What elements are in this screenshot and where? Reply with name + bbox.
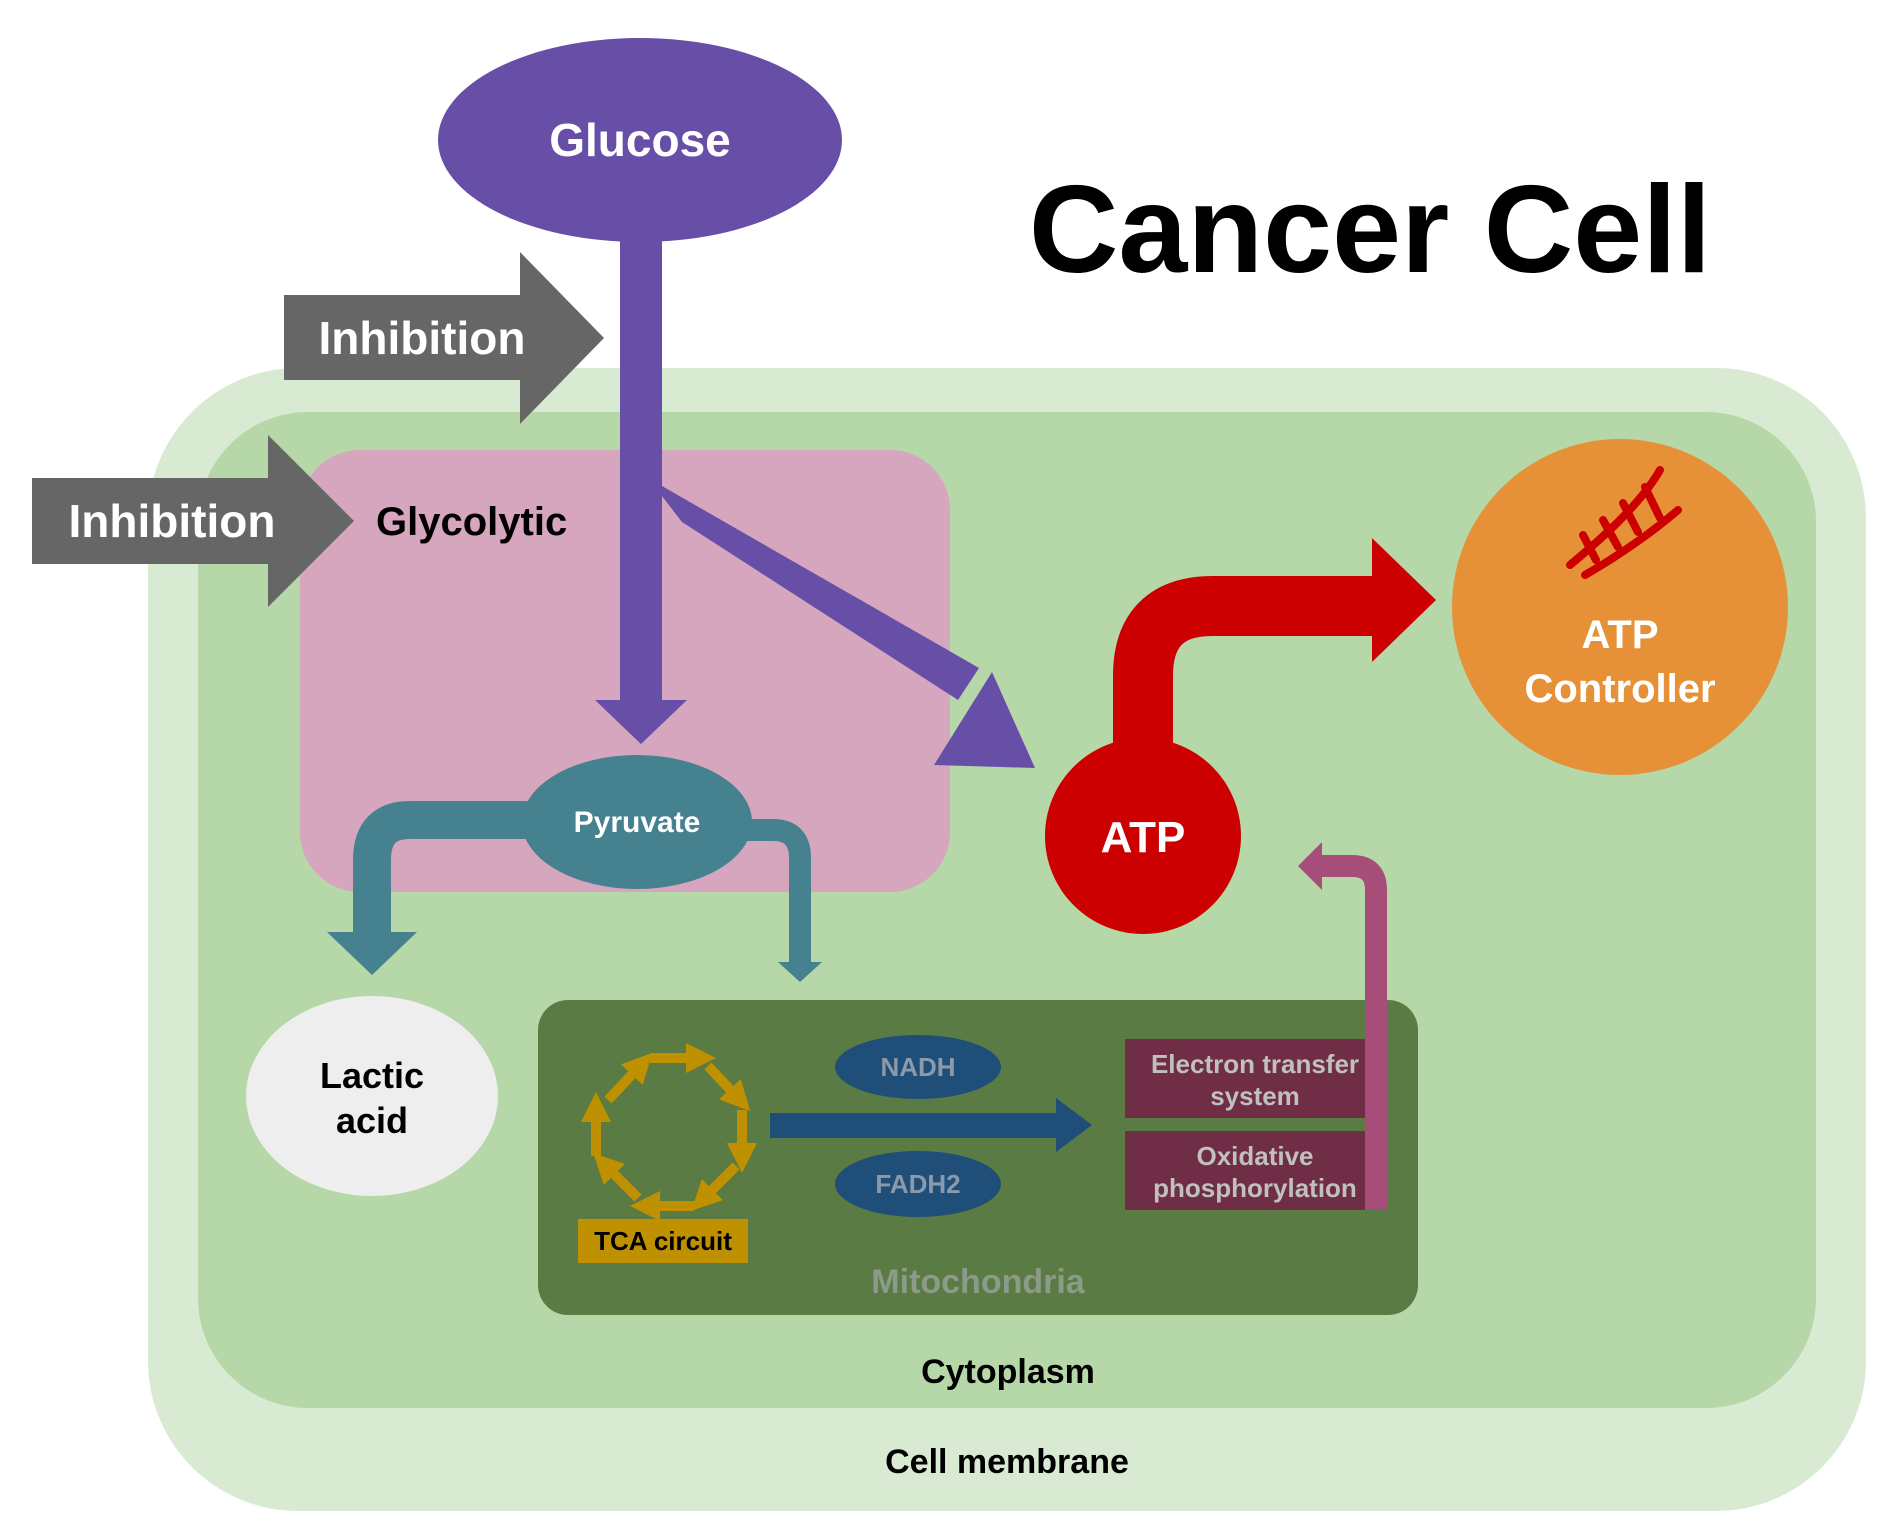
electron-transfer-box bbox=[1125, 1039, 1385, 1118]
cytoplasm-label: Cytoplasm bbox=[921, 1353, 1095, 1391]
pyruvate-label: Pyruvate bbox=[574, 806, 701, 839]
atp-controller-label-2: Controller bbox=[1524, 667, 1715, 711]
electron-transfer-label-2: system bbox=[1210, 1081, 1300, 1111]
atp-node bbox=[1045, 738, 1241, 934]
glucose-node bbox=[438, 38, 842, 242]
pyruvate-to-lactic-arrow bbox=[327, 801, 560, 975]
inhibition-arrow-top: Inhibition bbox=[284, 252, 604, 424]
oxidative-phosphorylation-box bbox=[1125, 1131, 1385, 1210]
lactic-acid-label-1: Lactic bbox=[320, 1055, 424, 1096]
atp-controller-node bbox=[1452, 439, 1788, 775]
tca-to-electron-arrow bbox=[770, 1098, 1092, 1152]
glycolytic-label: Glycolytic bbox=[376, 500, 567, 544]
nadh-label: NADH bbox=[880, 1052, 955, 1082]
lactic-acid-label-2: acid bbox=[336, 1100, 408, 1141]
glucose-label: Glucose bbox=[549, 114, 731, 166]
cycle-arrows-icon bbox=[581, 1043, 757, 1221]
electron-transfer-label-1: Electron transfer bbox=[1151, 1049, 1359, 1079]
atp-to-controller-arrow bbox=[1113, 538, 1436, 790]
inhibition-left-label: Inhibition bbox=[69, 495, 276, 547]
oxidative-label-1: Oxidative bbox=[1196, 1141, 1313, 1171]
inhibition-arrow-left: Inhibition bbox=[32, 435, 354, 607]
glucose-to-atp-arrow bbox=[648, 478, 1035, 768]
pyruvate-node bbox=[522, 755, 752, 889]
fadh2-node bbox=[835, 1151, 1001, 1217]
cell-membrane-label: Cell membrane bbox=[885, 1443, 1129, 1481]
lactic-acid-node bbox=[246, 996, 498, 1196]
inhibition-top-label: Inhibition bbox=[319, 312, 526, 364]
fadh2-label: FADH2 bbox=[875, 1169, 960, 1199]
oxidative-label-2: phosphorylation bbox=[1153, 1173, 1357, 1203]
oxidative-to-atp-arrow bbox=[1298, 842, 1387, 1210]
atp-controller-label-1: ATP bbox=[1581, 613, 1658, 657]
atp-label: ATP bbox=[1101, 813, 1186, 862]
diagram-title: Cancer Cell bbox=[1029, 161, 1711, 299]
tca-circuit-box bbox=[578, 1219, 748, 1263]
pyruvate-to-mitochondria-arrow bbox=[740, 819, 822, 982]
dna-icon bbox=[1566, 466, 1682, 579]
glucose-to-pyruvate-arrow bbox=[595, 240, 687, 744]
mitochondria-label: Mitochondria bbox=[871, 1263, 1086, 1301]
nadh-node bbox=[835, 1035, 1001, 1099]
tca-circuit-label: TCA circuit bbox=[594, 1226, 732, 1256]
